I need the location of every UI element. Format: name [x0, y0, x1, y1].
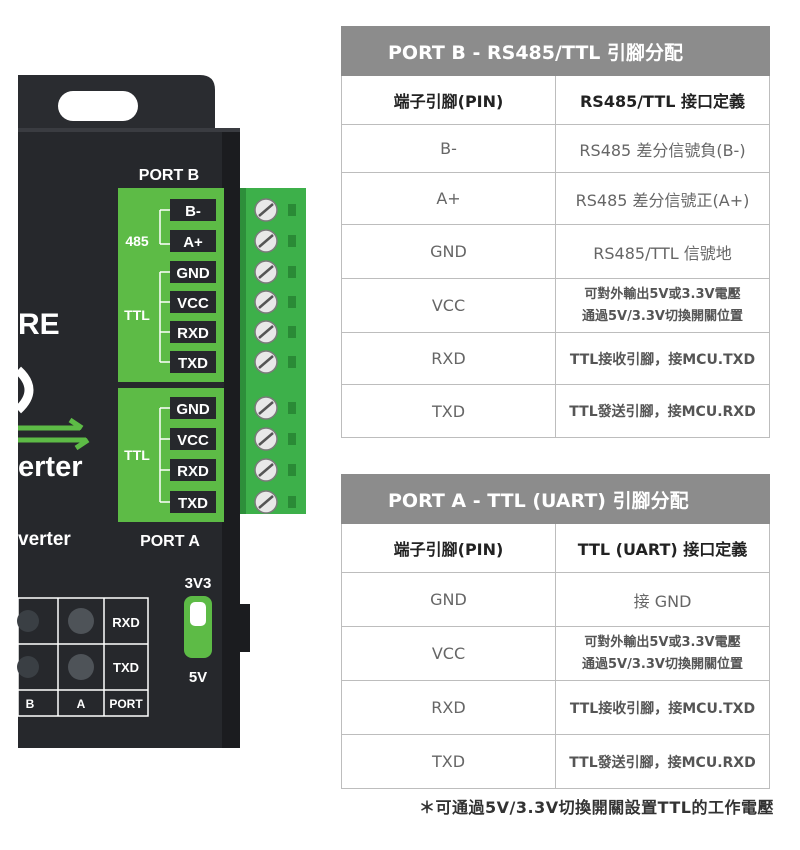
led-b-label: B — [26, 697, 35, 711]
terminal-slot — [288, 356, 296, 368]
table-row: RXD TTL接收引腳，接MCU.TXD — [341, 332, 770, 385]
switch-5v-label: 5V — [189, 669, 207, 686]
product-logo-fragment — [14, 366, 34, 414]
definition-line: 可對外輸出5V或3.3V電壓 — [584, 286, 741, 302]
led-indicator — [17, 610, 39, 632]
footnote: ＊可通過5V/3.3V切換開關設置TTL的工作電壓 — [419, 798, 774, 817]
pin-label-box — [170, 459, 216, 481]
port-a-table-title: PORT A - TTL (UART) 引腳分配 — [341, 474, 770, 524]
port-a-label: PORT A — [140, 533, 200, 550]
pin-label-box — [170, 351, 216, 373]
terminal-slot — [288, 235, 296, 247]
led-rxd-label: RXD — [112, 615, 139, 630]
pin-label-box — [170, 397, 216, 419]
pin-cell: RXD — [341, 332, 556, 385]
port-b-col-pin-header: 端子引腳(PIN) — [341, 75, 556, 125]
pin-label-box — [170, 261, 216, 283]
pin-label-box — [170, 491, 216, 513]
table-row: A+ RS485 差分信號正(A+) — [341, 172, 770, 225]
table-row: GND RS485/TTL 信號地 — [341, 224, 770, 279]
table-row: VCC 可對外輸出5V或3.3V電壓 通過5V/3.3V切換開關位置 — [341, 278, 770, 333]
definition-cell: RS485 差分信號正(A+) — [555, 172, 770, 225]
definition-cell: 可對外輸出5V或3.3V電壓 通過5V/3.3V切換開關位置 — [555, 278, 770, 333]
port-b-pin-table: PORT B - RS485/TTL 引腳分配 端子引腳(PIN) RS485/… — [341, 26, 770, 438]
pin-cell: RXD — [341, 680, 556, 735]
group-485-label: 485 — [125, 233, 149, 249]
pin-label: RXD — [177, 463, 209, 480]
terminal-screws — [254, 198, 296, 514]
port-b-table-title: PORT B - RS485/TTL 引腳分配 — [341, 26, 770, 76]
mounting-hole — [58, 91, 138, 121]
definition-line: 通過5V/3.3V切換開關位置 — [582, 308, 743, 324]
definition-cell: TTL發送引腳，接MCU.RXD — [555, 734, 770, 789]
pin-cell: GND — [341, 224, 556, 279]
definition-cell: RS485 差分信號負(B-) — [555, 124, 770, 173]
pin-cell: B- — [341, 124, 556, 173]
terminal-slot — [288, 464, 296, 476]
pin-label-box — [170, 199, 216, 221]
definition-cell: TTL發送引腳，接MCU.RXD — [555, 384, 770, 438]
pin-cell: GND — [341, 572, 556, 627]
table-row: TXD TTL發送引腳，接MCU.RXD — [341, 384, 770, 438]
converter-text-small: verter — [18, 529, 71, 550]
device-photo: B- A+ GND VCC RXD TXD GND VCC RXD TXD PORT B 485… — [14, 75, 306, 748]
terminal-slot — [288, 433, 296, 445]
pin-cell: TXD — [341, 734, 556, 789]
led-port-label: PORT — [109, 697, 143, 711]
switch-3v3-label: 3V3 — [185, 575, 212, 592]
table-row: RXD TTL接收引腳，接MCU.TXD — [341, 680, 770, 735]
definition-cell: TTL接收引腳，接MCU.TXD — [555, 680, 770, 735]
terminal-slot — [288, 496, 296, 508]
pin-label-box — [170, 321, 216, 343]
definition-line: 通過5V/3.3V切換開關位置 — [582, 656, 743, 672]
group-ttl-label-a: TTL — [124, 447, 150, 463]
led-indicator — [68, 608, 94, 634]
pin-label: TXD — [178, 495, 208, 512]
port-b-label: PORT B — [139, 167, 199, 184]
pin-label-box — [170, 428, 216, 450]
port-a-col-pin-header: 端子引腳(PIN) — [341, 523, 556, 573]
terminal-slot — [288, 204, 296, 216]
pin-label: A+ — [183, 234, 203, 251]
port-b-col-def-header: RS485/TTL 接口定義 — [555, 75, 770, 125]
table-row: TXD TTL發送引腳，接MCU.RXD — [341, 734, 770, 789]
arrows-icon — [18, 417, 90, 451]
pin-cell: TXD — [341, 384, 556, 438]
pin-cell: VCC — [341, 626, 556, 681]
table-row: GND 接 GND — [341, 572, 770, 627]
terminal-slot — [288, 266, 296, 278]
pin-label: RXD — [177, 325, 209, 342]
pin-cell: A+ — [341, 172, 556, 225]
pin-label-box — [170, 230, 216, 252]
pin-label: VCC — [177, 432, 209, 449]
pin-label: TXD — [178, 355, 208, 372]
pin-label-box — [170, 291, 216, 313]
converter-text-large: erter — [18, 451, 83, 483]
led-a-label: A — [77, 697, 86, 711]
definition-line: 可對外輸出5V或3.3V電壓 — [584, 634, 741, 650]
definition-cell: TTL接收引腳，接MCU.TXD — [555, 332, 770, 385]
led-txd-label: TXD — [113, 660, 139, 675]
terminal-slot — [288, 326, 296, 338]
definition-cell: RS485/TTL 信號地 — [555, 224, 770, 279]
pin-cell: VCC — [341, 278, 556, 333]
led-indicator — [17, 656, 39, 678]
definition-cell: 可對外輸出5V或3.3V電壓 通過5V/3.3V切換開關位置 — [555, 626, 770, 681]
table-row: B- RS485 差分信號負(B-) — [341, 124, 770, 173]
led-indicator — [68, 654, 94, 680]
port-a-col-def-header: TTL (UART) 接口定義 — [555, 523, 770, 573]
pin-label: B- — [185, 203, 201, 220]
port-a-pin-table: PORT A - TTL (UART) 引腳分配 端子引腳(PIN) TTL (… — [341, 474, 770, 789]
definition-cell: 接 GND — [555, 572, 770, 627]
brand-text: RE — [18, 308, 60, 341]
terminal-slot — [288, 296, 296, 308]
table-row: VCC 可對外輸出5V或3.3V電壓 通過5V/3.3V切換開關位置 — [341, 626, 770, 681]
pin-label: GND — [176, 401, 210, 418]
terminal-slot — [288, 402, 296, 414]
pin-label: GND — [176, 265, 210, 282]
group-ttl-label-b: TTL — [124, 307, 150, 323]
pin-label: VCC — [177, 295, 209, 312]
led-grid — [17, 597, 149, 717]
